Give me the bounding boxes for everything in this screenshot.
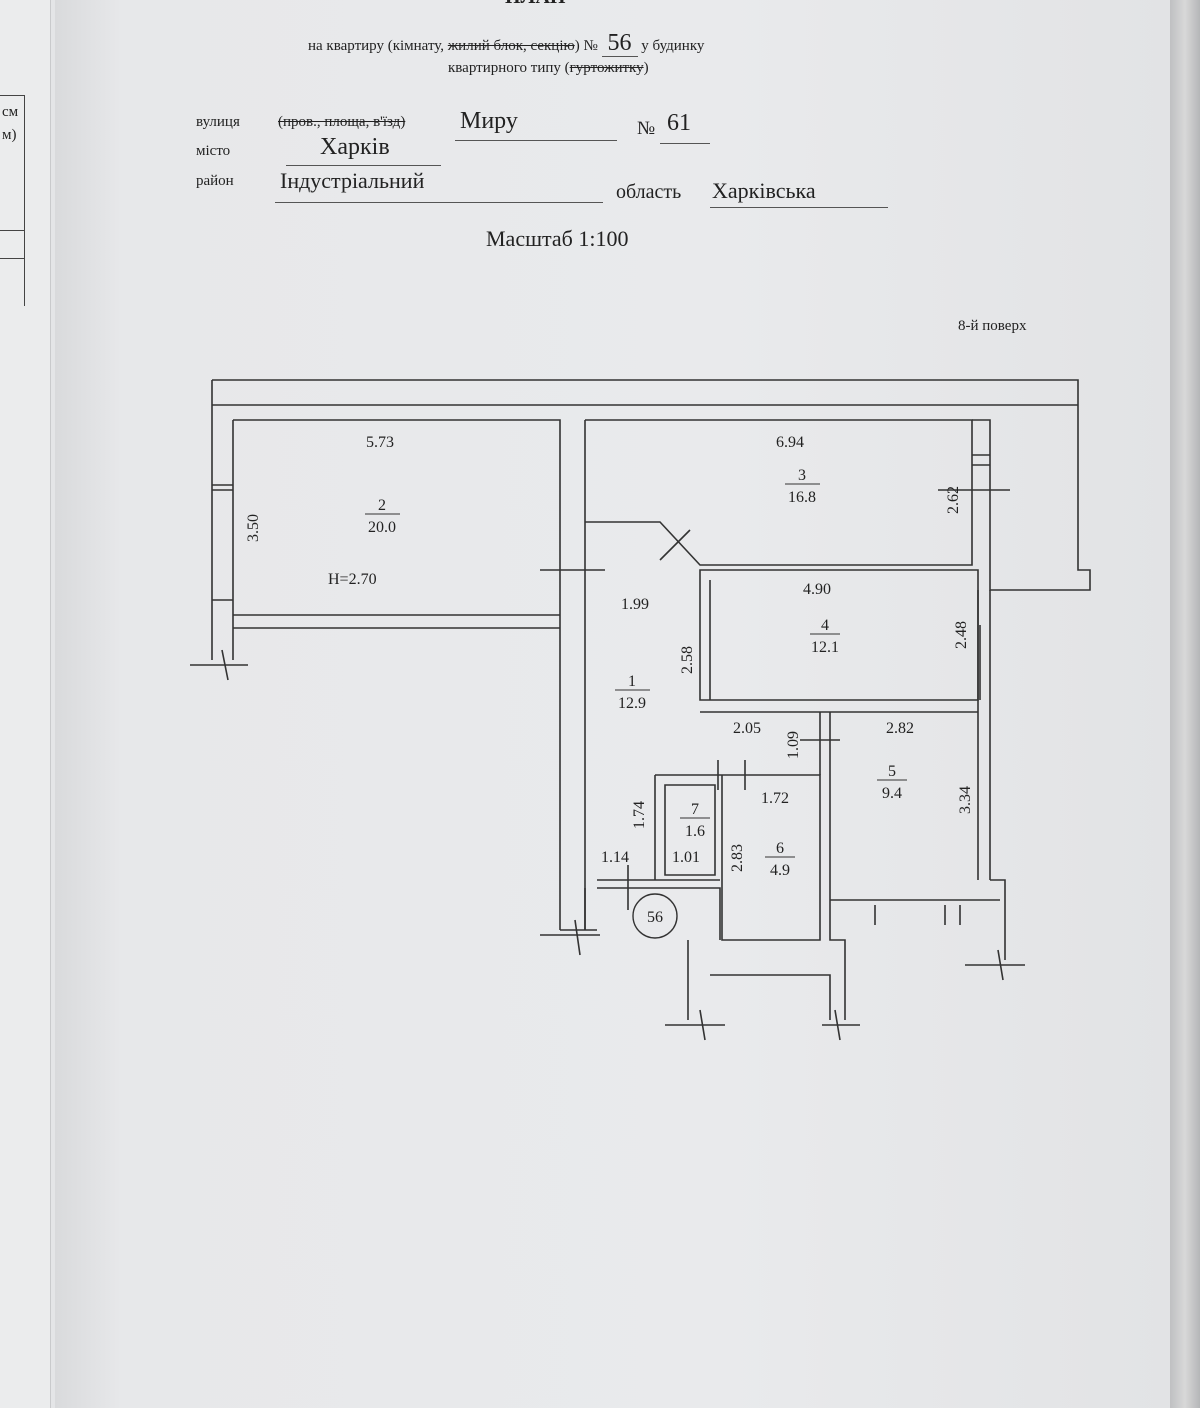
dimension: 2.05 [733, 720, 761, 737]
room-6-area: 4.9 [770, 862, 790, 879]
dimension: 3.50 [245, 514, 262, 542]
house-number: 61 [667, 110, 691, 136]
room-2-number: 2 [378, 497, 386, 514]
background-surface [1170, 0, 1200, 1408]
street-alt-label: (пров., площа, в'їзд) [278, 114, 406, 130]
district-label: район [196, 173, 234, 189]
street-value: Миру [460, 108, 518, 134]
dimension: 5.73 [366, 434, 394, 451]
dimension: 4.90 [803, 581, 831, 598]
room-6-number: 6 [776, 840, 784, 857]
fraction-lines [365, 483, 907, 858]
room-4-area: 12.1 [811, 639, 839, 656]
dimension: 2.58 [679, 646, 696, 674]
text: на квартиру (кімнату, [308, 38, 445, 54]
dimension: 1.14 [601, 849, 629, 866]
dimension: 1.99 [621, 596, 649, 613]
street-label: вулиця [196, 114, 240, 130]
dimension: 2.82 [886, 720, 914, 737]
table-line [0, 230, 25, 231]
apartment-number: 56 [601, 30, 638, 57]
dimension: 1.01 [672, 849, 700, 866]
dimension: 2.48 [953, 621, 970, 649]
city-label: місто [196, 143, 231, 159]
room-5-area: 9.4 [882, 785, 902, 802]
room-3-area: 16.8 [788, 489, 816, 506]
underline [275, 202, 603, 203]
room-2-area: 20.0 [368, 519, 396, 536]
house-label: № [637, 118, 656, 139]
dimension: 1.74 [631, 801, 648, 829]
text: ) № [574, 38, 598, 54]
district-value: Індустріальний [280, 168, 425, 193]
region-value: Харківська [712, 178, 816, 203]
fragment-text: см [2, 104, 19, 120]
dimension: 2.62 [945, 486, 962, 514]
dimension: 2.83 [729, 844, 746, 872]
dimension: 1.72 [761, 790, 789, 807]
adjacent-table [0, 95, 25, 306]
header-line-1: на квартиру (кімнату, жилий блок, секцію… [308, 30, 704, 57]
document-title: ПЛАН [505, 0, 565, 9]
dimension: 3.34 [957, 786, 974, 814]
underline [455, 140, 617, 141]
fragment-text: м) [2, 127, 17, 143]
header-line-2: квартирного типу (гуртожитку) [448, 60, 649, 77]
room-7-number: 7 [691, 801, 699, 818]
document-page [55, 0, 1170, 1408]
room-3-number: 3 [798, 467, 806, 484]
adjacent-page: см м) [0, 0, 51, 1408]
apartment-marker: 56 [647, 909, 663, 926]
apartment-marker-circle [632, 893, 678, 939]
ceiling-height: Н=2.70 [328, 571, 377, 588]
underline [286, 165, 441, 166]
walls [190, 379, 1091, 1041]
room-4-number: 4 [821, 617, 829, 634]
region-label: область [616, 181, 682, 203]
text: квартирного типу ( [448, 60, 570, 76]
underline [660, 143, 710, 144]
struck-text: гуртожитку [569, 60, 644, 76]
dimension: 6.94 [776, 434, 804, 451]
floor-label: 8-й поверх [958, 318, 1027, 334]
room-5-number: 5 [888, 763, 896, 780]
city-value: Харків [320, 134, 390, 160]
dimension: 1.09 [785, 731, 802, 759]
room-1-number: 1 [628, 673, 636, 690]
underline [710, 207, 888, 208]
text: у будинку [641, 38, 705, 54]
scale-label: Масштаб 1:100 [486, 226, 629, 251]
table-line [0, 258, 25, 259]
text: ) [643, 60, 649, 76]
room-7-area: 1.6 [685, 823, 705, 840]
room-1-area: 12.9 [618, 695, 646, 712]
struck-text: жилий блок, секцію [447, 38, 575, 54]
